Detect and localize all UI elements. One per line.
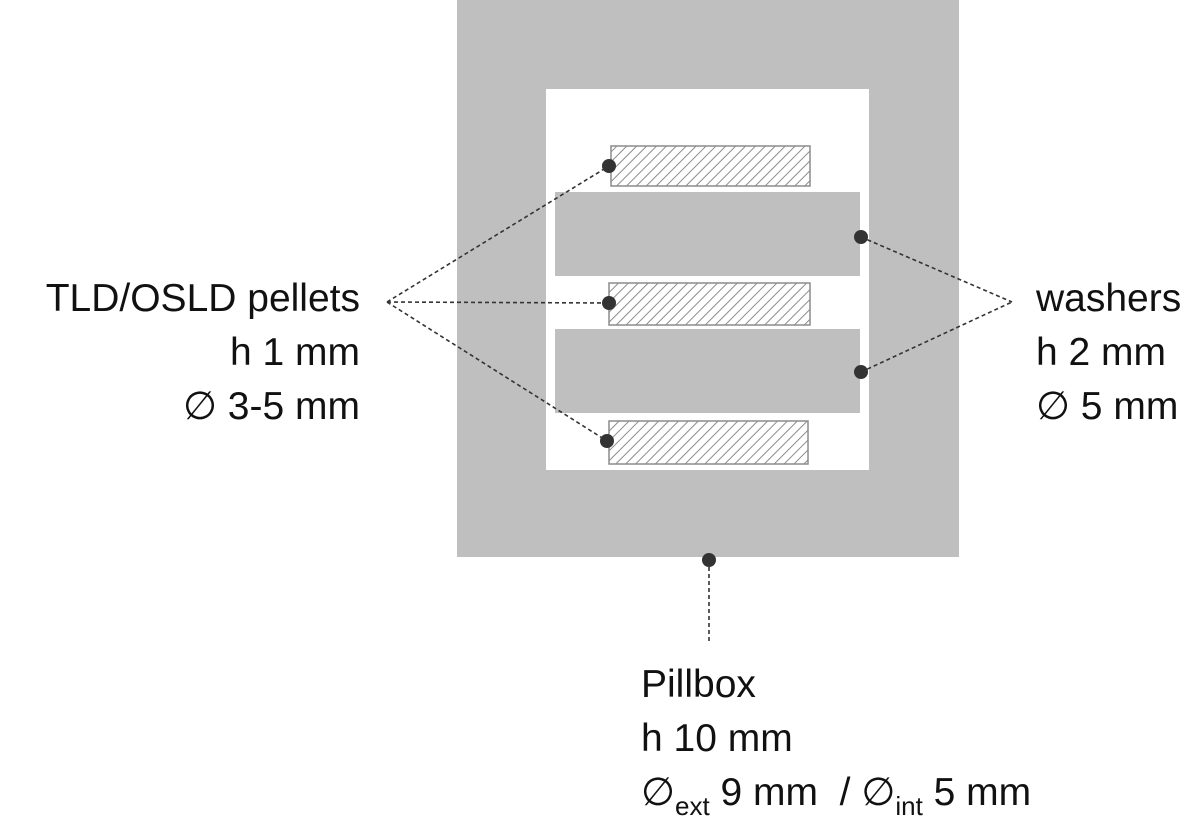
washers-label: washers h 2 mm ∅ 5 mm bbox=[1036, 272, 1181, 434]
pellet-bottom bbox=[608, 420, 809, 465]
washer-bottom bbox=[555, 329, 860, 413]
dot-washer-bottom bbox=[854, 365, 868, 379]
washer-leader-lines bbox=[860, 236, 1013, 373]
int-diameter-symbol: ∅ bbox=[861, 771, 896, 814]
ext-diameter-symbol: ∅ bbox=[641, 771, 675, 814]
dot-pellet-bottom bbox=[600, 434, 614, 448]
pellet-leader-lines bbox=[386, 165, 610, 442]
pellet-middle bbox=[608, 282, 811, 326]
washers-diameter: ∅ 5 mm bbox=[1036, 385, 1179, 428]
washers-height: h 2 mm bbox=[1036, 331, 1167, 374]
ext-diameter-value: 9 mm / bbox=[709, 771, 862, 814]
pillbox-label: Pillbox h 10 mm ∅ext 9 mm / ∅int 5 mm bbox=[641, 658, 1031, 823]
dot-pellet-top bbox=[602, 159, 616, 173]
pillbox-height: h 10 mm bbox=[641, 717, 793, 760]
pillbox-diameters: ∅ext 9 mm / ∅int 5 mm bbox=[641, 766, 1031, 823]
pellet-top bbox=[610, 145, 811, 187]
pellets-label: TLD/OSLD pellets h 1 mm ∅ 3-5 mm bbox=[0, 272, 360, 434]
pellets-height: h 1 mm bbox=[229, 331, 360, 374]
pellets-diameter: ∅ 3-5 mm bbox=[183, 385, 360, 428]
pillbox-name: Pillbox bbox=[641, 663, 756, 706]
washers-name: washers bbox=[1036, 277, 1182, 320]
washer-top bbox=[555, 192, 860, 276]
dot-pillbox bbox=[702, 553, 716, 567]
ext-subscript: ext bbox=[674, 791, 710, 821]
int-diameter-value: 5 mm bbox=[922, 771, 1032, 814]
dot-pellet-middle bbox=[602, 296, 616, 310]
leader-dots bbox=[600, 159, 868, 567]
pellets-name: TLD/OSLD pellets bbox=[45, 277, 360, 320]
int-subscript: int bbox=[895, 791, 923, 821]
dot-washer-top bbox=[854, 230, 868, 244]
